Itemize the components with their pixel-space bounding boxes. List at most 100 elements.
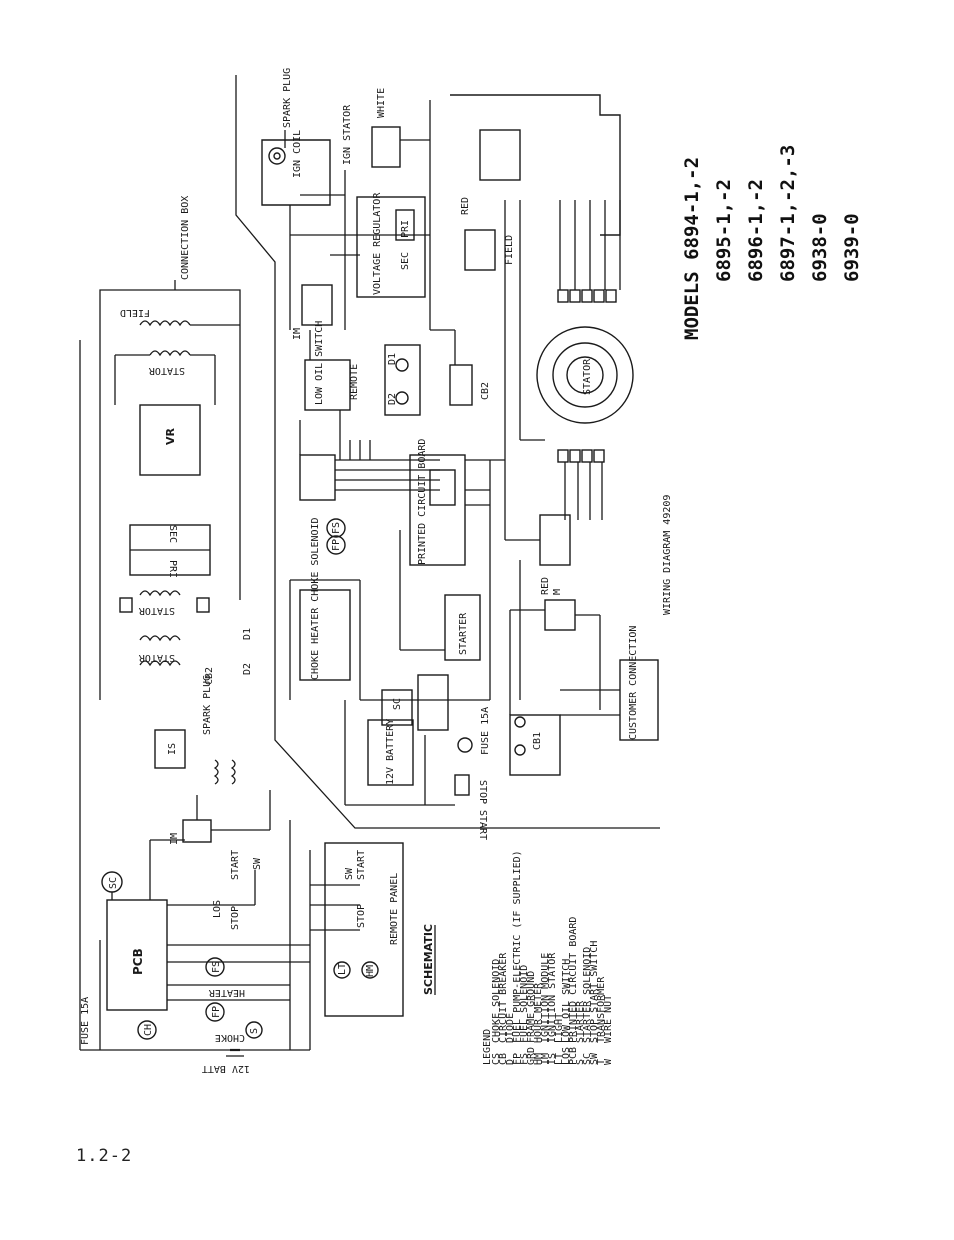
voltage-regulator-box: [356, 196, 426, 298]
schematic-field-label: FIELD: [120, 307, 150, 318]
schematic-stator-label: STATOR: [148, 365, 185, 376]
battery-label: 12V BATTERY: [385, 719, 396, 785]
legend-code: LT: [554, 1053, 565, 1065]
stator-terminals: [557, 289, 617, 463]
remote-start-label: START: [356, 850, 367, 880]
legend-code: FS: [519, 1053, 530, 1065]
schematic-fp-label: FP: [211, 1006, 222, 1018]
legend-text: STARTER SOLENOID: [582, 947, 593, 1043]
im-module: [301, 284, 333, 326]
model-line: 6939-0: [841, 213, 863, 282]
legend-code: PCB: [568, 1047, 579, 1065]
center-connector: [299, 454, 336, 501]
schematic-im-label: IM: [169, 833, 180, 845]
schematic-im-block: [182, 819, 212, 843]
legend-text: STARTER: [575, 1000, 586, 1043]
white-label: WHITE: [376, 88, 387, 118]
sc-box: [381, 689, 413, 726]
pri-connector: [395, 209, 415, 241]
schematic-stator-label-3: STATOR: [138, 652, 175, 663]
low-oil-switch-box: [304, 359, 351, 411]
legend-text: FRAME GROUND: [526, 971, 537, 1043]
im-label: IM: [292, 328, 303, 340]
schematic-pcb-box: [106, 899, 168, 1011]
ign-coil-box: [261, 139, 331, 206]
ign-stator-label: IGN STATOR: [342, 104, 353, 165]
stator-winding-top: [149, 350, 191, 357]
diode-box: [384, 344, 421, 416]
stator-symbol: [536, 326, 634, 424]
schematic-pcb-label: PCB: [131, 948, 145, 975]
cb1-label: CB1: [532, 732, 543, 750]
pri-label: PRI: [400, 220, 411, 238]
stator-wires: [504, 200, 621, 540]
d2-label: D2: [387, 393, 398, 405]
schematic-stator-label-2: STATOR: [138, 605, 175, 616]
vr-label: VR: [164, 427, 177, 445]
connection-box-label: CONNECTION BOX: [180, 196, 191, 280]
starter-label: STARTER: [458, 612, 469, 655]
schematic-s-label: S: [249, 1028, 260, 1034]
sec-label: SEC: [400, 252, 411, 270]
legend-text: PRINTED CIRCUIT BOARD: [568, 917, 579, 1043]
legend-code: T: [596, 1059, 607, 1065]
schematic-spark-plug-label: SPARK PLUG: [202, 675, 213, 735]
remote-lt-symbol: [333, 961, 351, 979]
schematic-cb2-label: CB2: [204, 667, 215, 685]
legend-code: CB: [498, 1053, 509, 1065]
pcb-label: PRINTED CIRCUIT BOARD: [417, 439, 428, 565]
legend-text: WIRE NUT: [603, 995, 614, 1043]
is-box: [154, 729, 186, 769]
schematic-los-label: LOS: [212, 900, 223, 918]
legend-code: S: [575, 1059, 586, 1065]
solenoid-unit: [417, 674, 449, 731]
cb2-box: [449, 364, 473, 406]
wiring-diagram: WIRING DIAGRAM 49209 SPARK PLUG IGN COIL…: [235, 68, 673, 840]
models-block: MODELS 6894-1,-2 6895-1,-2 6896-1,-2 689…: [681, 145, 863, 340]
fuse-label: FUSE 15A: [480, 707, 491, 755]
legend-code: FP: [512, 1053, 523, 1065]
legend-code: D: [505, 1059, 516, 1065]
schematic-fp-symbol: [205, 1002, 225, 1022]
stop-label: STOP: [477, 780, 488, 804]
legend-code: HM: [533, 1053, 544, 1065]
legend-text: TRANSFORMER: [596, 976, 607, 1043]
schematic-fs-symbol: [205, 957, 225, 977]
choke-label: CHOKE HEATER CHOKE SOLENOID: [310, 517, 321, 680]
main-wires: [290, 234, 545, 701]
transformer-pri-label: PRI: [167, 560, 178, 578]
fs-label: FS: [331, 522, 342, 534]
legend-text: DIODE: [505, 1013, 516, 1043]
red-label-2: RED: [540, 577, 551, 595]
p-connector: [479, 129, 521, 181]
white-connector: [371, 126, 401, 168]
m-label: M: [552, 589, 563, 595]
schematic-batt-label: 12V BATT: [202, 1063, 250, 1074]
field-connector: [464, 229, 496, 271]
legend-code: LOS: [561, 1047, 572, 1065]
voltage-regulator-label: VOLTAGE REGULATOR: [372, 192, 383, 295]
schematic-s-symbol: [245, 1021, 263, 1039]
sc-label: SC: [392, 698, 403, 710]
page-number: 1.2-2: [76, 1146, 133, 1166]
legend-text: LOW OIL SWITCH: [561, 959, 572, 1043]
red-label: RED: [460, 197, 471, 215]
schematic-fs-label: FS: [211, 961, 222, 973]
connection-box-bracket: [99, 289, 241, 300]
low-oil-switch-label: LOW OIL SWITCH: [314, 321, 325, 405]
start-label: START: [477, 810, 488, 840]
legend-text: IGNITION MODULE: [540, 953, 551, 1043]
stator-winding-bottom: [139, 590, 181, 597]
customer-connection-label: CUSTOMER CONNECTION: [628, 626, 639, 740]
spark-plug-label: SPARK PLUG: [282, 68, 293, 128]
schematic-wires: [79, 340, 311, 1051]
stator-winding-third: [139, 635, 181, 642]
schematic-heater-label: HEATER: [208, 987, 245, 998]
model-line: 6938-0: [809, 213, 831, 282]
legend-code: SW: [589, 1052, 600, 1065]
legend-text: CHOKE SOLENOID: [491, 959, 502, 1043]
customer-connection-box: [619, 659, 659, 741]
legend-text: IGNITION STATOR: [547, 952, 558, 1043]
cb1-box: [509, 714, 561, 776]
